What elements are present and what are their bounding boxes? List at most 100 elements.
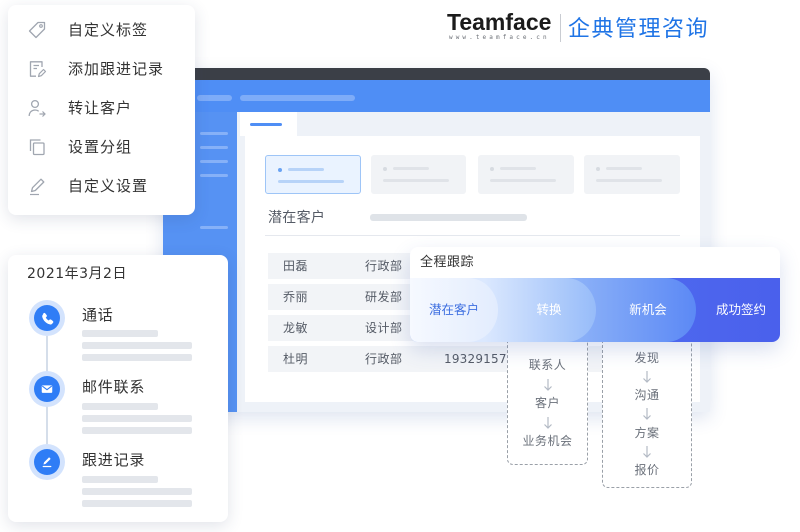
contact-department: 研发部 — [365, 290, 403, 304]
transfer-customer-icon — [27, 98, 47, 118]
timeline-node — [29, 444, 65, 480]
arrow-down-icon — [642, 405, 652, 424]
flow-step: 方案 — [634, 425, 660, 440]
conversion-flow-box: 联系人 客户 业务机会 — [507, 330, 588, 465]
pen-icon — [27, 176, 47, 196]
menu-item-label: 设置分组 — [68, 138, 133, 156]
activity-placeholder — [82, 342, 192, 349]
menu-item-custom-settings[interactable]: 自定义设置 — [8, 167, 195, 206]
brand-logo-name: Teamface — [447, 9, 552, 35]
tab-indicator — [250, 123, 282, 126]
flow-step: 客户 — [534, 396, 560, 410]
activity-placeholder — [82, 427, 192, 434]
contact-department: 行政部 — [365, 259, 403, 273]
contact-phone: 193291575 — [444, 352, 515, 366]
header-search-placeholder[interactable] — [240, 95, 355, 101]
activity-card: 2021年3月2日 通话 邮件联系 跟进记录 — [8, 255, 228, 522]
stat-card[interactable] — [371, 155, 466, 194]
stat-card-dot — [278, 168, 282, 172]
menu-item-label: 添加跟进记录 — [68, 60, 165, 78]
brand-tagline: 企典管理咨询 — [568, 17, 710, 42]
arrow-down-icon — [543, 375, 553, 394]
tag-icon — [27, 20, 47, 40]
menu-item-transfer-customer[interactable]: 转让客户 — [8, 89, 195, 128]
stat-card-dot — [490, 167, 494, 171]
add-record-icon — [27, 59, 47, 79]
stat-card-placeholder — [500, 167, 536, 170]
tracking-title: 全程跟踪 — [420, 255, 475, 270]
brand-divider — [560, 14, 561, 42]
menu-item-label: 自定义设置 — [68, 177, 149, 195]
stat-card-dot — [383, 167, 387, 171]
header-logo-placeholder — [197, 95, 232, 101]
sidebar-item[interactable] — [200, 226, 228, 229]
activity-placeholder — [82, 403, 158, 410]
activity-placeholder — [82, 488, 192, 495]
stat-card-placeholder — [383, 179, 449, 182]
opportunity-flow-box: 发现 沟通 方案 报价 — [602, 330, 692, 488]
stat-card-placeholder — [490, 179, 556, 182]
timeline-node — [29, 371, 65, 407]
flow-step: 报价 — [634, 463, 660, 478]
activity-placeholder — [82, 330, 158, 337]
panel-divider — [265, 235, 680, 236]
stage-label: 新机会 — [629, 302, 667, 317]
action-menu: 自定义标签 添加跟进记录 转让客户 设置分组 自定义设置 — [8, 5, 195, 215]
sidebar-item[interactable] — [200, 146, 228, 149]
tab-active[interactable] — [240, 112, 297, 136]
stage-label: 成功签约 — [715, 302, 766, 317]
stat-card[interactable] — [584, 155, 680, 194]
stat-card-placeholder — [278, 180, 344, 183]
flow-step: 联系人 — [528, 358, 567, 372]
contact-name: 乔丽 — [283, 290, 309, 304]
list-title: 潜在客户 — [268, 210, 326, 226]
sidebar-item[interactable] — [200, 132, 228, 135]
arrow-down-icon — [543, 413, 553, 432]
window-header — [163, 80, 710, 112]
activity-date: 2021年3月2日 — [27, 266, 127, 282]
menu-item-add-record[interactable]: 添加跟进记录 — [8, 50, 195, 89]
stage-label: 转换 — [536, 302, 562, 317]
tracking-panel: 全程跟踪 成功签约 新机会 转换 潜在客户 — [410, 247, 780, 342]
contact-name: 龙敏 — [283, 321, 309, 335]
activity-placeholder — [82, 500, 192, 507]
activity-label: 跟进记录 — [82, 451, 146, 469]
stage-pipeline: 成功签约 新机会 转换 潜在客户 — [410, 278, 780, 342]
contact-name: 杜明 — [283, 352, 309, 366]
activity-label: 邮件联系 — [82, 378, 146, 396]
copy-icon — [27, 137, 47, 157]
brand-url: www.teamface.cn — [449, 34, 550, 41]
mail-icon — [34, 376, 60, 402]
edit-icon — [34, 449, 60, 475]
window-titlebar — [163, 68, 710, 80]
stat-card-placeholder — [596, 179, 662, 182]
flow-step: 业务机会 — [522, 434, 573, 448]
stat-card[interactable] — [478, 155, 574, 194]
activity-placeholder — [82, 354, 192, 361]
stat-card-placeholder — [288, 168, 324, 171]
arrow-down-icon — [642, 442, 652, 461]
stage-prospect[interactable]: 潜在客户 — [410, 278, 498, 342]
timeline-node — [29, 300, 65, 336]
sidebar-item[interactable] — [200, 160, 228, 163]
stat-card-placeholder — [606, 167, 642, 170]
flow-step: 发现 — [634, 351, 660, 365]
flow-step: 沟通 — [634, 388, 660, 403]
stage-label: 潜在客户 — [428, 302, 479, 317]
stat-card-dot — [596, 167, 600, 171]
activity-placeholder — [82, 415, 192, 422]
menu-item-custom-tag[interactable]: 自定义标签 — [8, 11, 195, 50]
menu-item-label: 自定义标签 — [68, 21, 149, 39]
stat-card-selected[interactable] — [265, 155, 361, 194]
menu-item-label: 转让客户 — [68, 99, 133, 117]
activity-placeholder — [82, 476, 158, 483]
activity-label: 通话 — [82, 306, 114, 324]
sidebar-item[interactable] — [200, 174, 228, 177]
contact-name: 田磊 — [283, 259, 309, 273]
list-title-placeholder — [370, 214, 527, 221]
contact-department: 设计部 — [365, 321, 403, 335]
menu-item-set-group[interactable]: 设置分组 — [8, 128, 195, 167]
stat-card-placeholder — [393, 167, 429, 170]
contact-department: 行政部 — [365, 352, 403, 366]
phone-icon — [34, 305, 60, 331]
